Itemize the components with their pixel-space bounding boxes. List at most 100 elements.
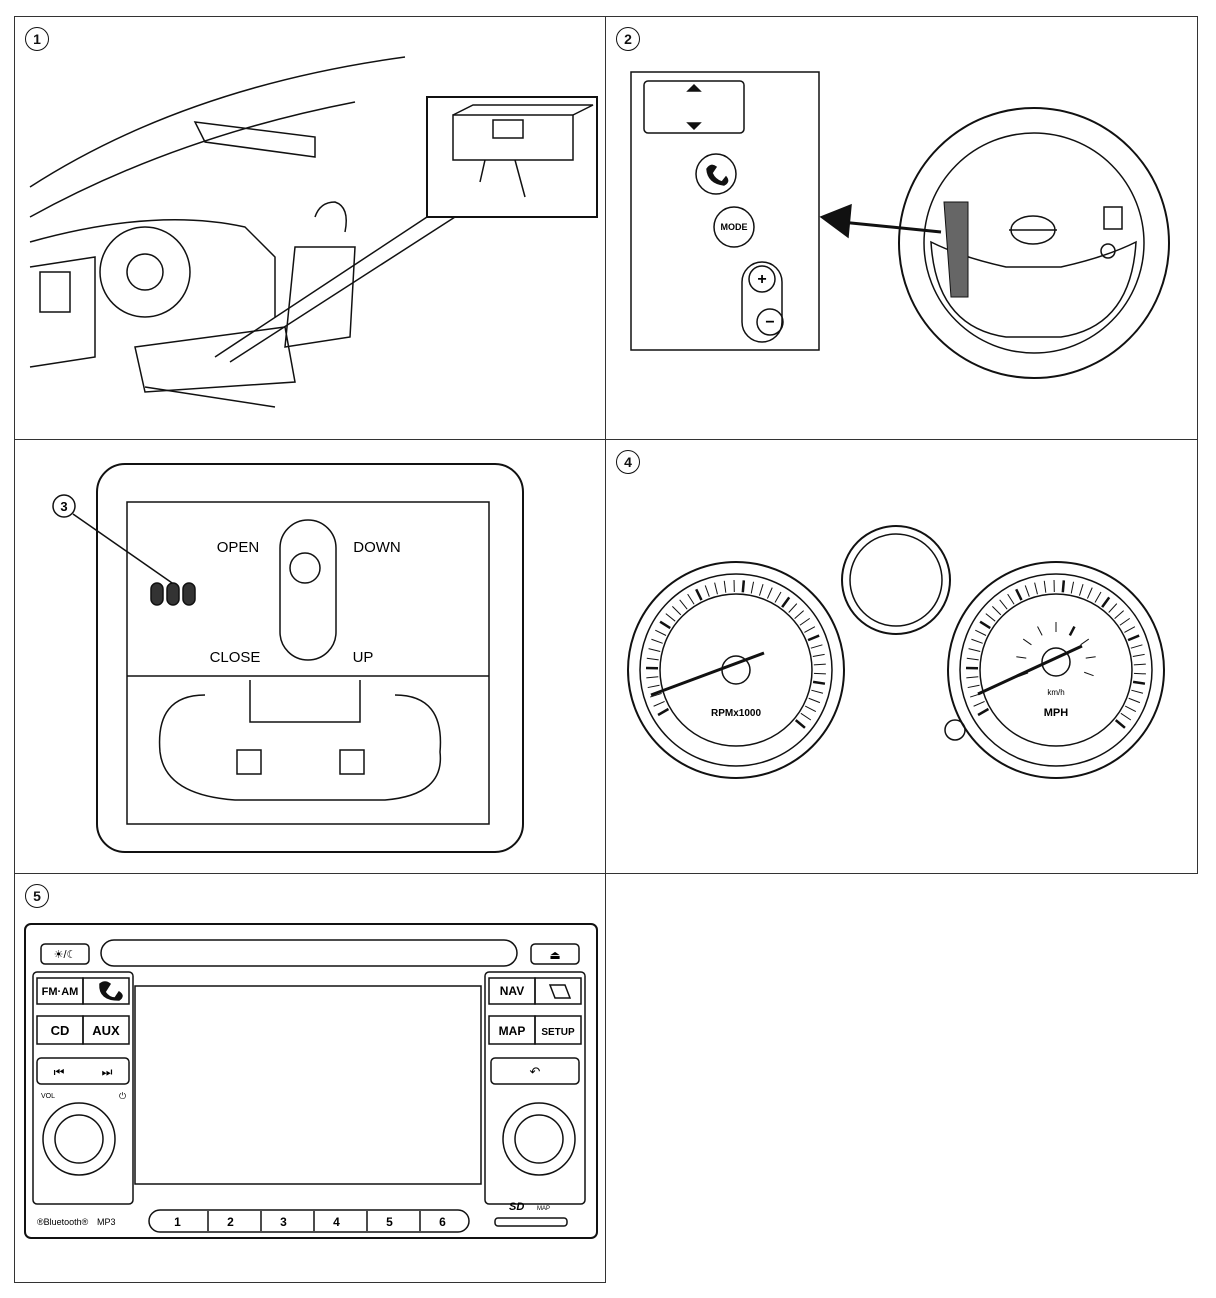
close-label: CLOSE: [210, 649, 261, 666]
setup-button[interactable]: [534, 1015, 582, 1045]
gauge-tick: [810, 644, 823, 649]
seat-rail: [144, 386, 276, 408]
mode-button-label: MODE: [721, 222, 748, 232]
mode-button[interactable]: [713, 206, 755, 248]
gauge-tick: [647, 684, 660, 689]
menu-rocker-switch[interactable]: [643, 80, 745, 134]
preset-button-3[interactable]: 3: [280, 1215, 287, 1229]
destination-button[interactable]: [534, 977, 582, 1005]
back-button[interactable]: [490, 1057, 580, 1085]
gauge-tick: [1119, 617, 1131, 626]
sd-logo: SD: [509, 1201, 524, 1213]
gauge-tick: [1086, 587, 1093, 599]
gauge-tick: [1007, 593, 1015, 605]
tachometer-label: RPMx1000: [711, 708, 761, 719]
dashboard: [29, 219, 276, 317]
volume-knob[interactable]: [42, 1102, 116, 1176]
gauge-tick: [646, 676, 659, 679]
gauge-tick: [653, 700, 665, 707]
speedometer-needle: [977, 644, 1083, 696]
gauge-tick: [1094, 591, 1102, 603]
tachometer-needle: [650, 651, 765, 697]
sd-map-label: MAP: [537, 1206, 550, 1212]
map-light-lens: [158, 694, 442, 801]
sunroof-switch[interactable]: [279, 519, 337, 661]
gauge-tick: [657, 707, 670, 717]
gauge-tick: [804, 626, 816, 633]
gauge-tick: [1132, 653, 1145, 657]
gauge-illustration: RPMx1000 km/h MPH: [627, 525, 1165, 779]
gauge-tick: [679, 599, 688, 610]
gauge-tick: [774, 591, 782, 603]
module-harness: [479, 159, 526, 198]
gauge-tick: [973, 700, 985, 707]
center-gauge-bezel: [841, 525, 951, 635]
eject-icon: ⏏: [549, 948, 560, 962]
volume-down-button[interactable]: [756, 308, 784, 336]
gauge-tick: [813, 663, 826, 666]
dash-vent: [39, 271, 71, 313]
gauge-tick: [766, 587, 773, 599]
gauge-tick: [970, 692, 982, 698]
speedometer-bezel: [947, 561, 1165, 779]
map-label: MAP: [499, 1024, 526, 1038]
gauge-tick: [813, 672, 826, 675]
volume-switch[interactable]: [741, 261, 783, 343]
phone-button[interactable]: [82, 977, 130, 1005]
gauge-tick: [1127, 634, 1140, 642]
gauge-tick: [812, 680, 826, 685]
gauge-tick: [1024, 585, 1030, 597]
headrest: [314, 201, 347, 233]
center-stack: [29, 256, 96, 368]
eject-button[interactable]: [530, 943, 580, 965]
steering-wheel-inner: [923, 132, 1145, 354]
steering-illustration: MODE + −: [630, 71, 1170, 379]
gauge-tick: [800, 712, 812, 721]
phone-button[interactable]: [695, 153, 737, 195]
gauge-tick: [1084, 671, 1094, 677]
pointer-arrowhead: [819, 203, 852, 239]
seek-button[interactable]: [36, 1057, 130, 1085]
gauge-tick: [794, 610, 804, 619]
panel-3-overhead-console: 3 OPEN DOWN CLOSE UP: [14, 439, 606, 874]
volume-up-button[interactable]: [748, 265, 776, 293]
mp3-logo: MP3: [97, 1217, 116, 1227]
trip-reset-button[interactable]: [944, 719, 966, 741]
speedometer-hub: [1041, 647, 1071, 677]
gauge-tick: [1017, 671, 1029, 677]
preset-button-5[interactable]: 5: [386, 1215, 393, 1229]
map-light-button-right[interactable]: [339, 749, 365, 775]
panel-5-head-unit: 5 ☀/☾: [14, 873, 606, 1283]
tune-knob[interactable]: [502, 1102, 576, 1176]
gauge-tick: [655, 629, 667, 636]
preset-button-1[interactable]: 1: [174, 1215, 181, 1229]
cd-label: CD: [51, 1023, 70, 1038]
map-light-button-left[interactable]: [236, 749, 262, 775]
gauge-tick: [1133, 672, 1146, 675]
gauge-tick: [665, 613, 676, 622]
tune-knob-center: [514, 1114, 564, 1164]
left-button-bank: [32, 971, 134, 1205]
preset-button-2[interactable]: 2: [227, 1215, 234, 1229]
callout-number: 3: [60, 499, 67, 514]
gauge-tick: [1124, 626, 1136, 633]
sunroof-switch-knob: [289, 552, 321, 584]
gauge-tick: [799, 617, 811, 626]
preset-button-4[interactable]: 4: [333, 1215, 340, 1229]
panel-number: 2: [616, 27, 640, 51]
aux-button[interactable]: [82, 1015, 130, 1045]
speedometer-unit-small: km/h: [1047, 688, 1064, 697]
preset-button-6[interactable]: 6: [439, 1215, 446, 1229]
gauge-tick: [966, 657, 979, 661]
callout-leader: [72, 513, 176, 586]
display-mode-button[interactable]: [40, 943, 90, 965]
mic-hole: [150, 582, 164, 606]
gauge-tick: [1078, 584, 1084, 596]
mic-hole: [182, 582, 196, 606]
gauge-tick: [659, 620, 671, 630]
touch-screen[interactable]: [134, 985, 482, 1185]
cd-slot: [100, 939, 518, 967]
panel-number: 5: [25, 884, 49, 908]
head-unit-bezel: [24, 923, 598, 1239]
gauge-tick: [977, 707, 990, 717]
